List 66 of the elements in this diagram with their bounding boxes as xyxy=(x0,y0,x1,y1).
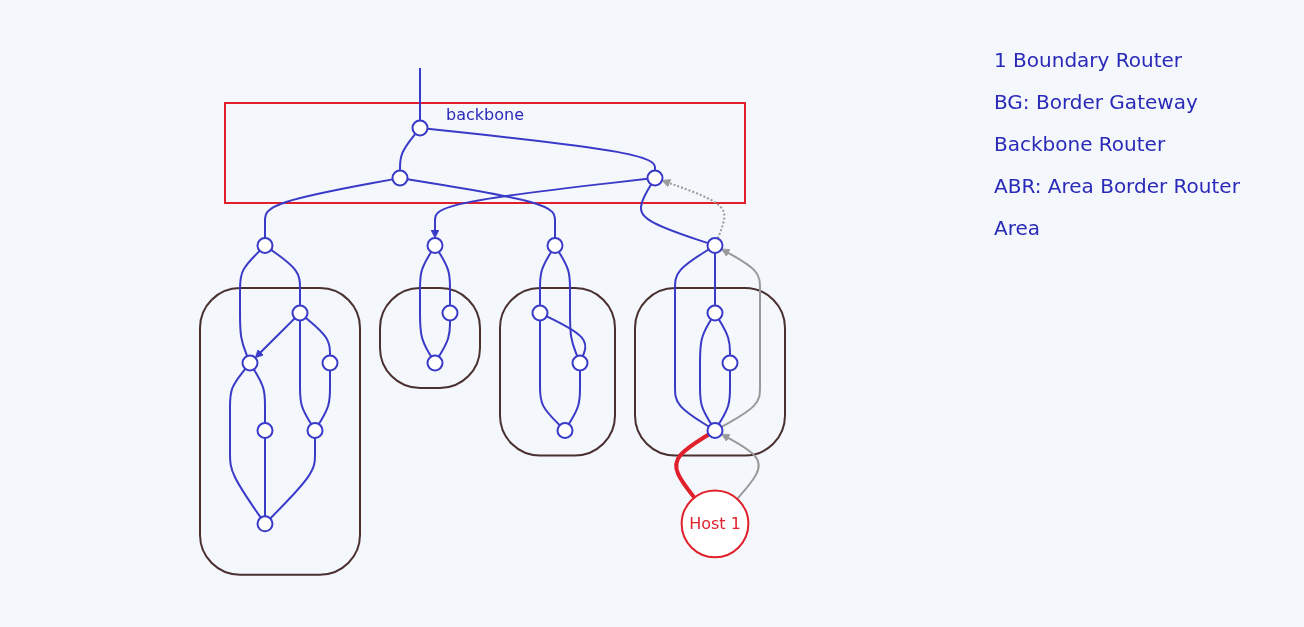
node-circle xyxy=(706,236,723,254)
node-circle xyxy=(391,169,408,187)
connector xyxy=(567,369,581,425)
connector xyxy=(268,436,316,520)
connector xyxy=(269,248,301,307)
note-text: ABR: Area Border Router xyxy=(994,174,1241,198)
node-circle xyxy=(706,421,723,439)
connector xyxy=(238,249,261,357)
note-text: 1 Boundary Router xyxy=(994,48,1184,72)
node-circle xyxy=(706,304,723,322)
connector xyxy=(304,316,331,357)
connector xyxy=(557,250,578,357)
note-text: Backbone Router xyxy=(994,132,1167,156)
node-circle xyxy=(256,421,273,439)
arrow xyxy=(720,433,760,500)
connector xyxy=(639,183,709,244)
connector xyxy=(717,318,731,357)
connector xyxy=(545,315,586,357)
arrow xyxy=(430,177,649,239)
connector xyxy=(405,177,556,239)
connector xyxy=(538,250,552,307)
cluster xyxy=(378,286,481,389)
node-circle xyxy=(291,304,308,322)
node-circle: Host 1 xyxy=(680,489,749,558)
cluster: backbone xyxy=(223,101,746,204)
arrow xyxy=(720,248,761,428)
arrow xyxy=(254,316,296,358)
connector xyxy=(717,369,731,425)
node-circle xyxy=(256,236,273,254)
cluster xyxy=(498,286,616,457)
connector xyxy=(263,436,266,517)
connector xyxy=(228,367,262,519)
node-circle xyxy=(441,304,458,322)
arrow xyxy=(661,178,725,240)
node-circle xyxy=(546,236,563,254)
connector xyxy=(673,432,710,499)
node-circle xyxy=(256,515,273,532)
cluster xyxy=(633,286,786,457)
connector xyxy=(425,127,656,172)
node-circle xyxy=(241,354,258,372)
node-circle xyxy=(556,421,573,439)
connector xyxy=(418,66,421,122)
connector xyxy=(263,178,394,239)
cluster xyxy=(198,286,361,576)
connector xyxy=(298,319,312,425)
connector xyxy=(673,248,710,428)
node-circle xyxy=(426,354,443,372)
connector xyxy=(437,250,451,307)
node-circle xyxy=(321,354,338,372)
note-text: BG: Border Gateway xyxy=(994,90,1199,114)
node-circle xyxy=(531,304,548,322)
connector xyxy=(437,319,451,358)
note-text: Area xyxy=(994,216,1042,240)
connector xyxy=(538,319,561,426)
connector xyxy=(713,251,716,307)
connector xyxy=(317,369,331,425)
node-circle xyxy=(721,354,738,372)
node-circle xyxy=(306,421,323,439)
node-circle xyxy=(411,119,428,137)
connector xyxy=(398,132,416,172)
connector xyxy=(698,318,712,425)
node-circle xyxy=(426,236,443,254)
connector xyxy=(252,368,266,424)
node-circle xyxy=(571,354,588,372)
connector xyxy=(418,250,432,358)
node-circle xyxy=(646,169,663,187)
